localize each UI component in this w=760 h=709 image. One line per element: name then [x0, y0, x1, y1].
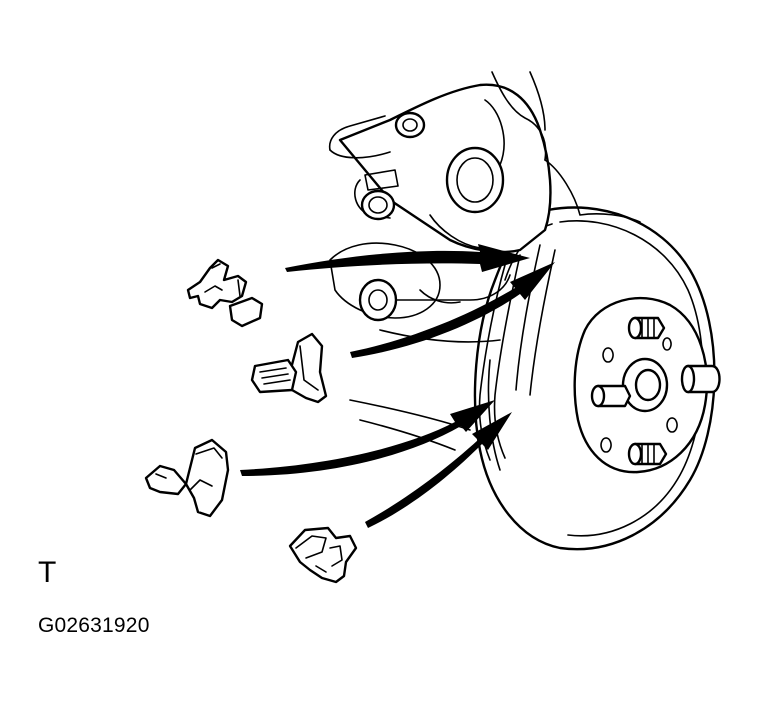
arrow-4: [365, 412, 512, 528]
arrow-3: [240, 400, 495, 476]
brake-caliper: [328, 83, 552, 254]
anti-squeal-clip-1: [186, 258, 264, 328]
callout-letter: T: [38, 556, 57, 589]
wheel-stud-right: [680, 364, 721, 394]
arrow-2: [350, 262, 555, 358]
arrow-1: [285, 244, 530, 272]
brake-hose: [491, 71, 641, 223]
wheel-stud-left: [590, 384, 632, 408]
caliper-mounting-bracket: [329, 242, 511, 451]
wheel-stud-top: [627, 316, 666, 340]
anti-squeal-clip-3: [144, 438, 230, 518]
wheel-hub: [573, 297, 709, 474]
anti-squeal-clip-2: [250, 332, 328, 404]
wheel-studs: [590, 316, 721, 466]
anti-squeal-clip-4: [288, 526, 358, 584]
figure-code: G02631920: [38, 614, 150, 637]
callout-arrows: [240, 244, 555, 528]
wheel-stud-bottom: [627, 442, 668, 466]
